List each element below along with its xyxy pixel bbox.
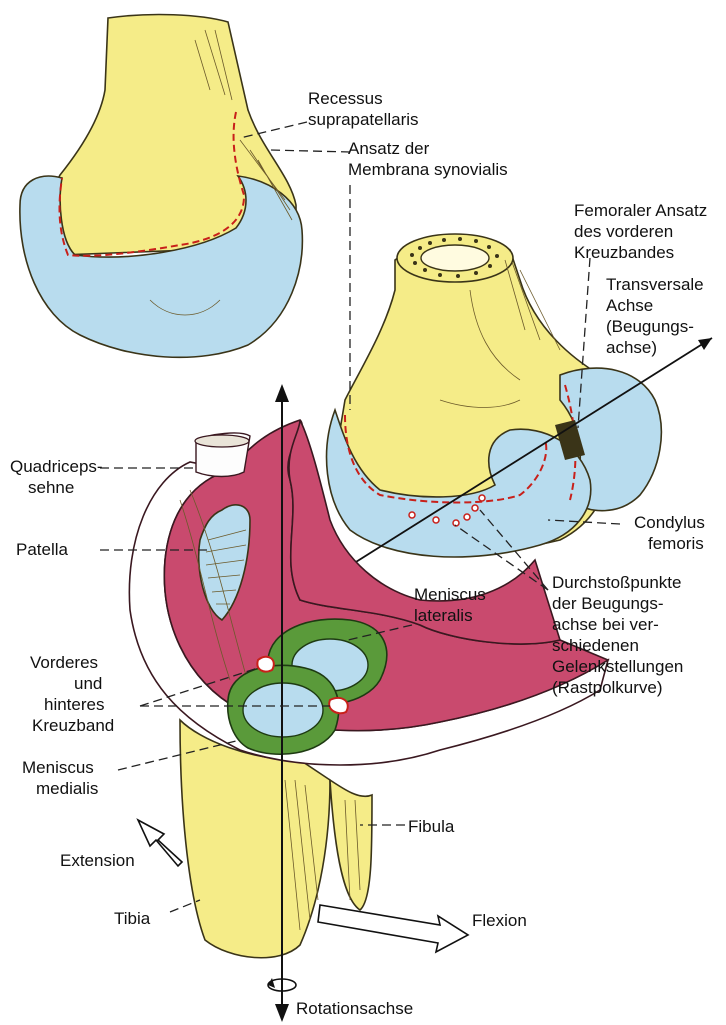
label-fibula: Fibula (408, 817, 455, 836)
label-ansatz-membrana: Ansatz der Membrana synovialis (348, 139, 508, 179)
anterior-cruciate-ligament (257, 657, 273, 672)
label-meniscus-medialis: Meniscus medialis (22, 758, 99, 798)
label-recessus: Recessus suprapatellaris (308, 89, 419, 129)
label-quadricepssehne: Quadriceps- sehne (10, 457, 107, 497)
label-rotationsachse: Rotationsachse (296, 999, 413, 1018)
label-flexion: Flexion (472, 911, 527, 930)
label-kreuzband: Vorderes und hinteres Kreuzband (30, 653, 114, 735)
label-tibia: Tibia (114, 909, 151, 928)
label-femoraler-ansatz: Femoraler Ansatz des vorderen Kreuzbande… (574, 201, 712, 262)
flexion-arrow-icon (318, 905, 468, 952)
label-transversale-achse: Transversale Achse (Beugungs- achse) (606, 275, 708, 357)
label-durchstosspunkte: Durchstoßpunkte der Beugungs- achse bei … (552, 573, 688, 697)
label-condylus-femoris: Condylus femoris (634, 513, 710, 553)
label-extension: Extension (60, 851, 135, 870)
posterior-cruciate-ligament (329, 698, 348, 713)
fibula-bone (330, 780, 372, 910)
femur-medullary-cavity (421, 245, 489, 271)
label-patella: Patella (16, 540, 69, 559)
extension-arrow-icon (138, 820, 182, 866)
femur-front-view (20, 15, 302, 358)
quadriceps-tendon-cut (195, 435, 249, 447)
